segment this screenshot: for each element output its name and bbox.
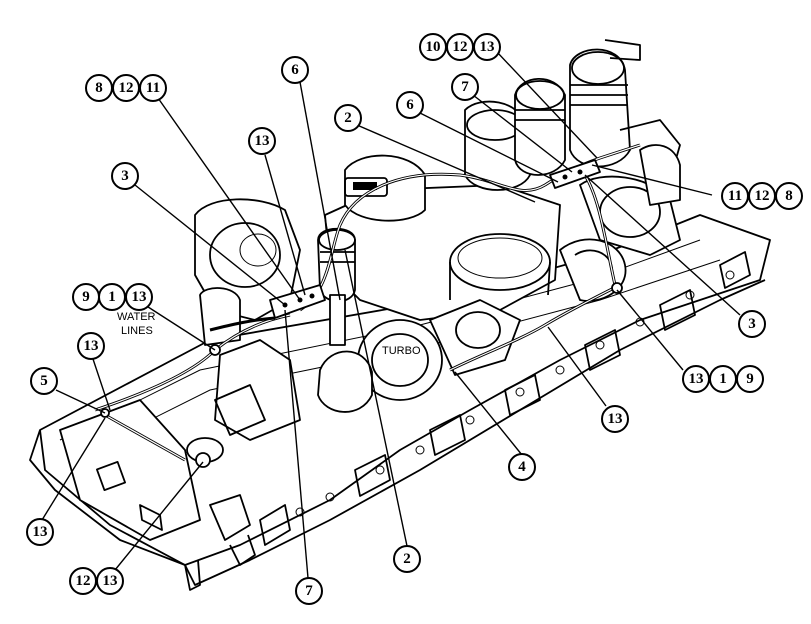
callout-7-top: 7 xyxy=(451,73,479,101)
text-labels: WATER LINES TURBO xyxy=(117,311,421,357)
callout-number: 13 xyxy=(480,39,495,55)
aftercooler-housing xyxy=(324,154,561,321)
callout-number: 6 xyxy=(291,62,299,78)
engine-drawing xyxy=(29,39,771,591)
callout-6-right: 6 xyxy=(396,91,424,119)
callout-number: 3 xyxy=(121,168,129,184)
turbocharger xyxy=(317,238,627,413)
callout-13-1-9: 13 1 9 xyxy=(682,365,764,393)
callout-13-bottom-left: 13 xyxy=(26,518,54,546)
callout-number: 9 xyxy=(82,289,90,305)
callout-number: 9 xyxy=(746,371,754,387)
water-lines-label-line1: WATER xyxy=(117,311,156,323)
callout-number: 12 xyxy=(76,573,91,589)
callout-number: 2 xyxy=(403,551,411,567)
callout-number: 2 xyxy=(344,110,352,126)
callout-9-1-13: 9 1 13 xyxy=(72,283,153,311)
callout-number: 11 xyxy=(146,80,160,96)
callout-3-left: 3 xyxy=(111,162,139,190)
water-lines-label-line2: LINES xyxy=(121,325,153,337)
callout-number: 13 xyxy=(132,289,147,305)
callout-3-right: 3 xyxy=(738,310,766,338)
callout-number: 8 xyxy=(785,188,793,204)
callout-13-top: 13 xyxy=(248,127,276,155)
callout-number: 13 xyxy=(84,338,99,354)
callout-number: 6 xyxy=(406,97,414,113)
callout-8-12-11: 8 12 11 xyxy=(85,74,167,102)
callout-13-right: 13 xyxy=(601,405,629,433)
turbo-label: TURBO xyxy=(382,345,421,357)
callout-number: 13 xyxy=(103,573,118,589)
center-elbows xyxy=(317,227,356,346)
callouts: 8 12 11 3 13 6 9 1 13 xyxy=(26,33,803,605)
callout-13-water: 13 xyxy=(77,332,105,360)
callout-number: 13 xyxy=(33,524,48,540)
callout-7-bottom: 7 xyxy=(295,577,323,605)
callout-number: 10 xyxy=(426,39,441,55)
gauge-tubing xyxy=(94,143,641,462)
callout-number: 7 xyxy=(461,79,469,95)
leader-lines xyxy=(41,51,741,579)
callout-6-left: 6 xyxy=(281,56,309,84)
callout-number: 12 xyxy=(755,188,770,204)
callout-number: 5 xyxy=(40,373,48,389)
gauge-blocks xyxy=(100,159,623,468)
callout-number: 12 xyxy=(453,39,468,55)
callout-number: 13 xyxy=(608,411,623,427)
callout-number: 13 xyxy=(689,371,704,387)
callout-number: 1 xyxy=(719,371,727,387)
callout-number: 3 xyxy=(748,316,756,332)
callout-number: 7 xyxy=(305,583,313,599)
callout-10-12-13: 10 12 13 xyxy=(419,33,501,61)
callout-number: 11 xyxy=(728,188,742,204)
callout-number: 4 xyxy=(518,459,526,475)
callout-number: 8 xyxy=(95,80,103,96)
callout-2-top: 2 xyxy=(334,104,362,132)
callout-2-bottom: 2 xyxy=(393,545,421,573)
left-air-housing xyxy=(186,198,301,463)
callout-5: 5 xyxy=(30,367,58,395)
callout-11-12-8: 11 12 8 xyxy=(721,182,803,210)
callout-number: 13 xyxy=(255,133,270,149)
callout-12-13: 12 13 xyxy=(69,567,124,595)
callout-number: 12 xyxy=(119,80,134,96)
callout-number: 1 xyxy=(108,289,116,305)
callout-4: 4 xyxy=(508,453,536,481)
